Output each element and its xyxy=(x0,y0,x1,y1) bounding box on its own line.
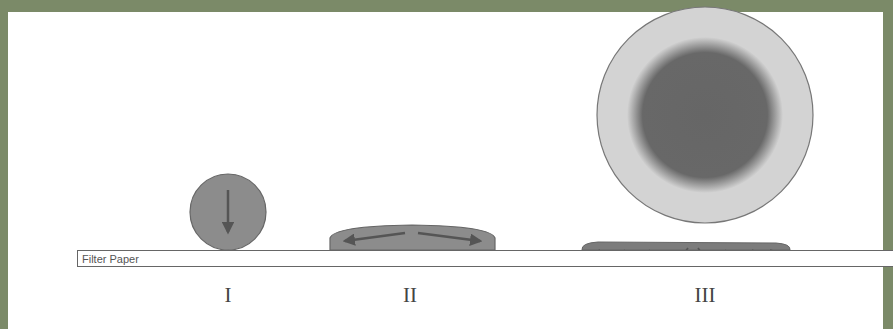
filter-paper-strip: Filter Paper xyxy=(77,250,893,267)
strip-label: Filter Paper xyxy=(82,253,139,265)
stage-numeral: II xyxy=(403,283,417,308)
spread-arrow xyxy=(418,233,480,241)
stain-top-view xyxy=(597,7,813,223)
spread-arrow xyxy=(345,233,405,241)
spreading-drop xyxy=(330,225,495,250)
falling-drop xyxy=(190,174,266,250)
stain-core xyxy=(627,37,783,193)
absorbed-drop xyxy=(582,242,790,250)
stage-numeral: III xyxy=(695,283,716,308)
stage-numeral: I xyxy=(225,283,232,308)
fall-arrow xyxy=(227,190,230,232)
